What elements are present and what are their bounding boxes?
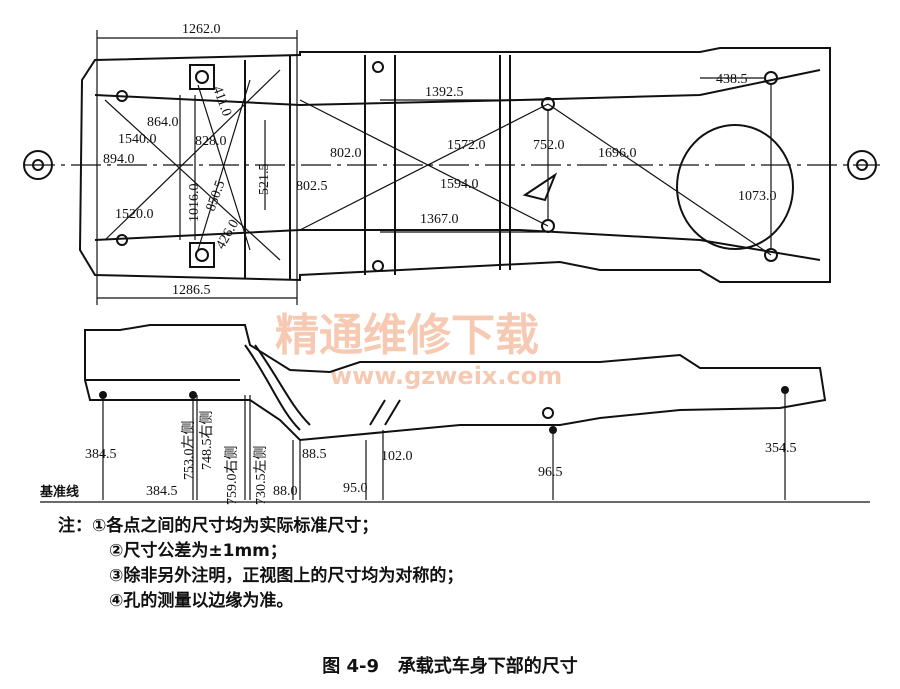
figure-caption: 图 4-9 承载式车身下部的尺寸 — [0, 652, 900, 678]
dim-label: 748.5右侧 — [199, 411, 215, 471]
dim-label: 88.5 — [302, 447, 327, 462]
watermark-url: www.gzweix.com — [330, 362, 562, 390]
notes-prefix: 注： — [58, 516, 92, 536]
dim-label: 894.0 — [103, 152, 135, 167]
dim-label: 438.5 — [716, 72, 748, 87]
dim-label: 864.0 — [147, 115, 179, 130]
figure-title: 承载式车身下部的尺寸 — [397, 656, 578, 677]
dim-label: 1073.0 — [738, 189, 777, 204]
note-item: ③除非另外注明，正视图上的尺寸均为对称的； — [109, 566, 464, 586]
dim-label: 1262.0 — [182, 22, 221, 37]
watermark: 精通维修下载 www.gzweix.com — [275, 310, 562, 390]
measure-points — [99, 386, 789, 434]
dim-label: 828.0 — [195, 134, 227, 149]
side-view-leaders — [40, 390, 870, 503]
dim-label: 88.0 — [273, 484, 298, 499]
dim-label: 802.5 — [296, 179, 328, 194]
notes: 注：①各点之间的尺寸均为实际标准尺寸； ②尺寸公差为±1mm； ③除非另外注明，… — [58, 514, 463, 614]
dim-label: 1696.0 — [598, 146, 637, 161]
figure-number: 图 4-9 — [322, 656, 379, 677]
dim-label: 1367.0 — [420, 212, 459, 227]
dimension-lines — [25, 30, 880, 305]
dim-label: 850.5 — [204, 179, 229, 214]
dim-label: 102.0 — [381, 449, 413, 464]
baseline-label: 基准线 — [39, 484, 79, 500]
dim-label: 802.0 — [330, 146, 362, 161]
note-item: ④孔的测量以边缘为准。 — [109, 591, 294, 611]
side-view-labels: 384.5 384.5 753.0左侧 748.5右侧 759.0右侧 730.… — [39, 411, 797, 506]
top-view-labels: 1262.0 1286.5 864.0 1540.0 894.0 828.0 4… — [103, 22, 777, 298]
dim-label: 96.5 — [538, 465, 563, 480]
dim-label: 1016.0 — [187, 184, 202, 223]
dim-label: 1286.5 — [172, 283, 211, 298]
top-view-frame — [78, 47, 831, 283]
dim-label: 384.5 — [85, 447, 117, 462]
dim-label: 1594.0 — [440, 177, 479, 192]
dim-label: 1392.5 — [425, 85, 464, 100]
dim-label: 354.5 — [765, 441, 797, 456]
dim-label: 1540.0 — [118, 132, 157, 147]
dim-label: 752.0 — [533, 138, 565, 153]
dim-label: 384.5 — [146, 484, 178, 499]
dim-label: 521.5 — [257, 164, 272, 196]
dim-label: 95.0 — [343, 481, 368, 496]
watermark-text: 精通维修下载 — [275, 310, 539, 361]
dim-label: 759.0右侧 — [224, 446, 240, 506]
dim-label: 753.0左侧 — [181, 421, 197, 481]
dim-label: 1520.0 — [115, 207, 154, 222]
reference-target-right — [847, 150, 877, 180]
reference-target-left — [23, 150, 53, 180]
dim-label: 730.5左侧 — [253, 446, 269, 506]
dim-label: 1572.0 — [447, 138, 486, 153]
side-view-frame — [84, 324, 827, 442]
note-item: ②尺寸公差为±1mm； — [109, 541, 287, 561]
note-item: ①各点之间的尺寸均为实际标准尺寸； — [92, 516, 379, 536]
